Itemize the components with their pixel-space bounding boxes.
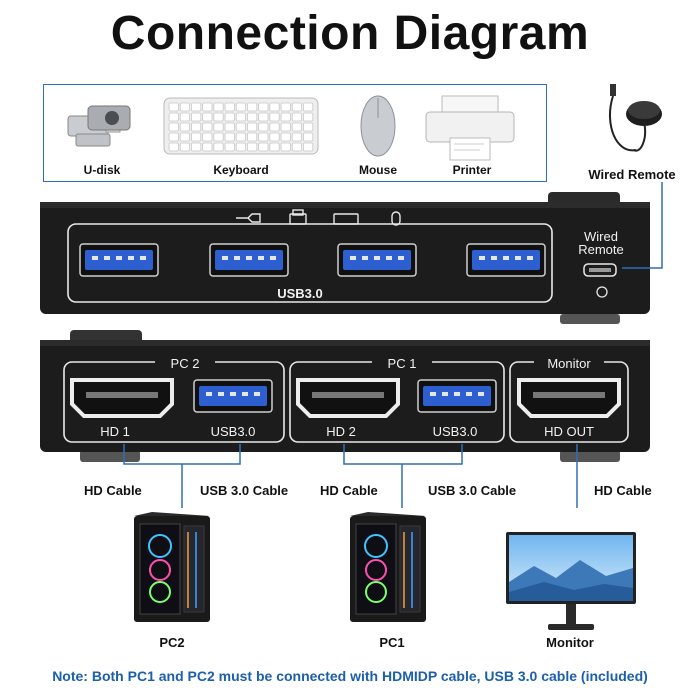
front-usb-port-3 bbox=[337, 243, 417, 277]
switch-rear-panel bbox=[40, 330, 650, 462]
rear-group-label-monitor: Monitor bbox=[534, 356, 604, 371]
diagram-title: Connection Diagram bbox=[110, 7, 590, 60]
front-usb-group-label: USB3.0 bbox=[277, 286, 323, 301]
remote-cable-line bbox=[622, 182, 663, 269]
device-label-printer: Printer bbox=[452, 163, 492, 177]
rear-hdmi-port-hd1 bbox=[70, 378, 174, 418]
cable-label-hd-1: HD Cable bbox=[84, 483, 142, 498]
rear-group-label-pc1: PC 1 bbox=[372, 356, 432, 371]
cable-label-usb-1: USB 3.0 Cable bbox=[200, 483, 289, 498]
rear-usb-label-pc2: USB3.0 bbox=[210, 424, 256, 439]
rear-hdmi-port-hdout bbox=[517, 378, 621, 418]
cable-label-hd-3: HD Cable bbox=[594, 483, 652, 498]
bottom-label-pc2: PC2 bbox=[159, 635, 185, 650]
wired-remote-icon bbox=[609, 84, 662, 152]
rear-group-label-pc2: PC 2 bbox=[155, 356, 215, 371]
bottom-label-pc1: PC1 bbox=[379, 635, 405, 650]
printer-icon bbox=[425, 95, 515, 161]
rear-usb-port-pc2 bbox=[193, 379, 273, 413]
device-label-keyboard: Keyboard bbox=[213, 163, 269, 177]
front-usb-port-2 bbox=[209, 243, 289, 277]
monitor-icon bbox=[506, 532, 636, 630]
pc1-tower-icon bbox=[350, 512, 426, 622]
cable-lines bbox=[123, 444, 578, 508]
front-usb-port-4 bbox=[466, 243, 546, 277]
cable-label-hd-2: HD Cable bbox=[320, 483, 378, 498]
device-label-u-disk: U-disk bbox=[83, 163, 121, 177]
front-usb-port-1 bbox=[79, 243, 159, 277]
cable-label-usb-2: USB 3.0 Cable bbox=[428, 483, 517, 498]
rear-hdmi-label-hd2: HD 2 bbox=[326, 424, 356, 439]
rear-usb-port-pc1 bbox=[417, 379, 497, 413]
front-remote-label: Wired Remote bbox=[566, 230, 636, 256]
rear-hdmi-port-hd2 bbox=[296, 378, 400, 418]
bottom-label-monitor: Monitor bbox=[546, 635, 594, 650]
wired-remote-label: Wired Remote bbox=[588, 167, 676, 182]
rear-hdmi-label-hdout: HD OUT bbox=[544, 424, 594, 439]
u-disk-icon bbox=[67, 105, 131, 147]
front-remote-label-line1: Wired bbox=[584, 229, 618, 244]
mouse-icon bbox=[360, 95, 396, 157]
device-label-mouse: Mouse bbox=[358, 163, 397, 177]
keyboard-icon bbox=[163, 97, 319, 155]
rear-hdmi-label-hd1: HD 1 bbox=[100, 424, 130, 439]
footer-note: Note: Both PC1 and PC2 must be connected… bbox=[52, 668, 648, 684]
front-remote-label-line2: Remote bbox=[578, 242, 624, 257]
rear-usb-label-pc1: USB3.0 bbox=[432, 424, 478, 439]
peripheral-frame bbox=[43, 84, 547, 182]
pc2-tower-icon bbox=[134, 512, 210, 622]
switch-front-panel bbox=[40, 192, 650, 324]
